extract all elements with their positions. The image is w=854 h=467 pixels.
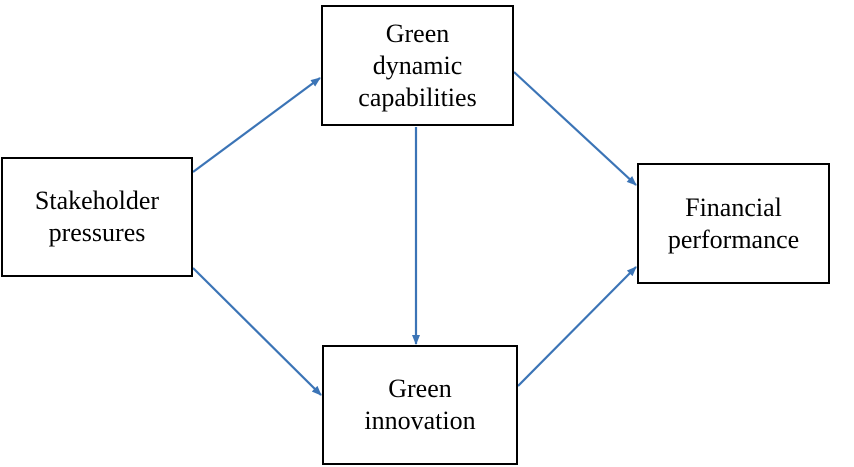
stakeholder-pressures-box: Stakeholder pressures	[1, 157, 193, 277]
green-dynamic-capabilities-label-line-1: Green	[385, 18, 450, 48]
green-dynamic-capabilities-label-line-3: capabilities	[358, 82, 477, 112]
green-dynamic-capabilities-label-line-2: dynamic	[372, 50, 463, 80]
arrow-stakeholder-to-green-dynamic-capabilities	[192, 77, 321, 173]
stakeholder-pressures-label-line-1: Stakeholder	[34, 186, 160, 215]
green-dynamic-capabilities-box: Green dynamic capabilities	[321, 5, 514, 126]
green-innovation-box: Green innovation	[322, 345, 518, 465]
financial-performance-label-line-1: Financial	[685, 192, 782, 222]
financial-performance-box: Financial performance	[637, 163, 830, 284]
arrow-green-dynamic-capabilities-to-financial-performance	[513, 71, 637, 186]
green-innovation-label-line-1: Green	[388, 374, 452, 403]
arrow-green-innovation-to-financial-performance	[517, 266, 637, 387]
green-innovation-label-line-2: innovation	[364, 406, 476, 435]
arrow-stakeholder-to-green-innovation	[192, 267, 322, 396]
financial-performance-label-line-2: performance	[667, 224, 800, 254]
stakeholder-pressures-label-line-2: pressures	[48, 218, 146, 247]
